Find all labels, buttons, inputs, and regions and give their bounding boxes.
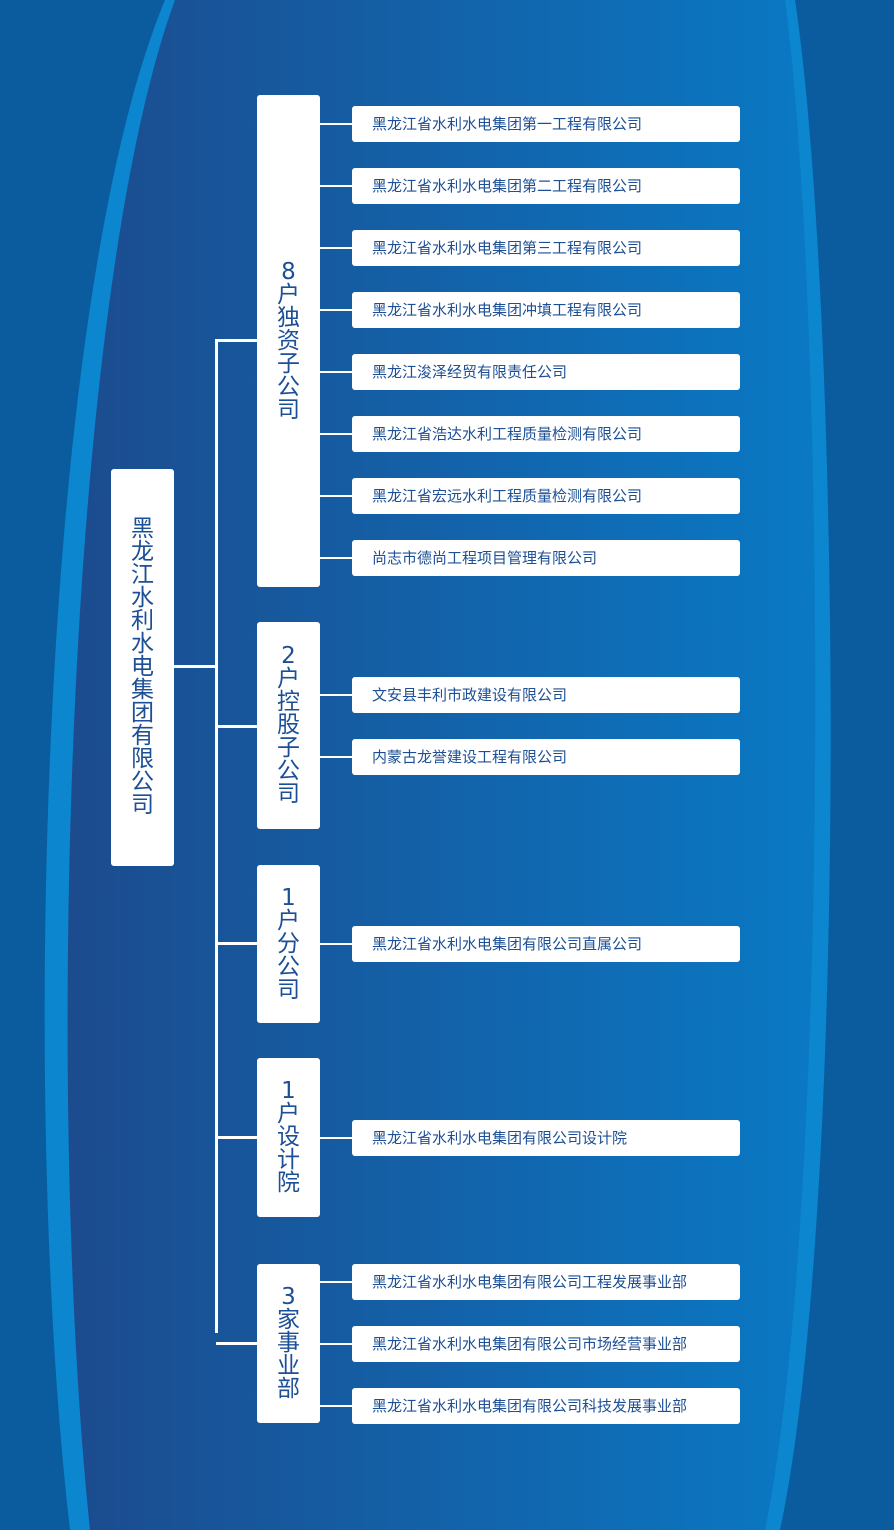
company-box: 内蒙古龙誉建设工程有限公司: [352, 739, 740, 775]
company-box: 黑龙江省水利水电集团第一工程有限公司: [352, 106, 740, 142]
company-box: 黑龙江省浩达水利工程质量检测有限公司: [352, 416, 740, 452]
company-box: 黑龙江省水利水电集团冲填工程有限公司: [352, 292, 740, 328]
item-connector: [320, 123, 352, 125]
group-holding: 2户控股子公司: [257, 622, 320, 829]
group-wholly-owned: 8户独资子公司: [257, 95, 320, 587]
item-connector: [320, 371, 352, 373]
company-box: 黑龙江省水利水电集团第二工程有限公司: [352, 168, 740, 204]
item-connector: [320, 495, 352, 497]
item-connector: [320, 943, 352, 945]
root-company-label: 黑龙江水利水电集团有限公司: [131, 516, 154, 818]
item-connector: [320, 1405, 352, 1407]
branch-2: [216, 725, 257, 728]
group-label: 1户设计院: [277, 1078, 300, 1196]
company-box: 文安县丰利市政建设有限公司: [352, 677, 740, 713]
item-connector: [320, 1281, 352, 1283]
group-label: 2户控股子公司: [277, 643, 300, 807]
company-box: 黑龙江省水利水电集团有限公司直属公司: [352, 926, 740, 962]
company-box: 黑龙江省宏远水利工程质量检测有限公司: [352, 478, 740, 514]
group-design-institute: 1户设计院: [257, 1058, 320, 1217]
company-box: 黑龙江省水利水电集团第三工程有限公司: [352, 230, 740, 266]
company-box: 黑龙江省水利水电集团有限公司工程发展事业部: [352, 1264, 740, 1300]
root-company-box: 黑龙江水利水电集团有限公司: [111, 469, 174, 866]
item-connector: [320, 1137, 352, 1139]
group-divisions: 3家事业部: [257, 1264, 320, 1423]
item-connector: [320, 185, 352, 187]
trunk-line: [215, 339, 218, 1333]
company-box: 黑龙江省水利水电集团有限公司科技发展事业部: [352, 1388, 740, 1424]
item-connector: [320, 247, 352, 249]
branch-8: [216, 339, 257, 342]
item-connector: [320, 756, 352, 758]
group-label: 3家事业部: [277, 1284, 300, 1402]
item-connector: [320, 1343, 352, 1345]
item-connector: [320, 309, 352, 311]
group-label: 1户分公司: [277, 884, 300, 1003]
item-connector: [320, 433, 352, 435]
item-connector: [320, 694, 352, 696]
root-connector: [174, 665, 216, 668]
company-box: 黑龙江省水利水电集团有限公司设计院: [352, 1120, 740, 1156]
branch-3: [216, 1342, 257, 1345]
company-box: 黑龙江浚泽经贸有限责任公司: [352, 354, 740, 390]
company-box: 黑龙江省水利水电集团有限公司市场经营事业部: [352, 1326, 740, 1362]
item-connector: [320, 557, 352, 559]
company-box: 尚志市德尚工程项目管理有限公司: [352, 540, 740, 576]
branch-1a: [216, 942, 257, 945]
group-label: 8户独资子公司: [277, 258, 300, 423]
group-branch: 1户分公司: [257, 865, 320, 1023]
branch-1b: [216, 1136, 257, 1139]
